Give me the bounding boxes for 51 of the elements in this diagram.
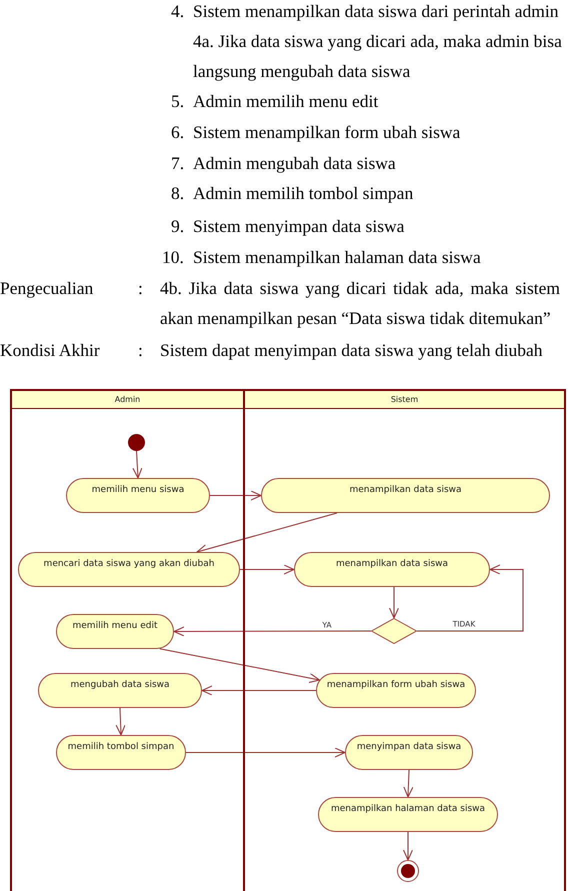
swimlane (245, 389, 566, 891)
list-number: 6. (171, 120, 184, 144)
list-item-text: Sistem menampilkan halaman data siswa (193, 246, 481, 269)
decision-diamond (371, 618, 417, 644)
arrow (159, 648, 320, 683)
arrow (132, 450, 142, 478)
activity-box: memilih menu siswa (66, 478, 210, 513)
activity-box: memilih tombol simpan (56, 735, 186, 770)
activity-box: menampilkan data siswa (294, 552, 490, 587)
activity-box: menampilkan data siswa (261, 478, 550, 513)
arrow (186, 748, 346, 758)
list-item-text: 4a. Jika data siswa yang dicari ada, maka admin bisa langsung mengubah data siswa (193, 30, 563, 84)
list-number: 10. (162, 246, 184, 269)
colon: : (138, 338, 143, 362)
lane-header: Sistem (245, 391, 564, 409)
arrow (416, 564, 524, 632)
arrow (174, 626, 372, 636)
list-item-text: Sistem menampilkan data siswa dari perintah admin (193, 0, 558, 23)
field-value: 4b. Jika data siswa yang dicari tidak ada, maka sistem akan menampilkan pesan “Data siswa tidak ditemukan” (160, 276, 560, 330)
activity-box: mengubah data siswa (38, 673, 202, 708)
list-item-text: Sistem menampilkan form ubah siswa (193, 120, 460, 144)
arrow (196, 512, 338, 554)
field-value: Sistem dapat menyimpan data siswa yang telah diubah (160, 338, 542, 362)
arrow (403, 832, 413, 860)
list-number: 8. (171, 182, 184, 205)
arrow (202, 686, 316, 696)
list-number: 4. (171, 0, 184, 23)
list-item-text: Admin memilih menu edit (193, 90, 378, 113)
activity-box: mencari data siswa yang akan diubah (18, 552, 240, 587)
arrow (389, 586, 399, 618)
list-number: 9. (171, 214, 184, 238)
field-label: Kondisi Akhir (0, 338, 100, 362)
end-node (397, 860, 419, 882)
arrow (116, 708, 126, 736)
list-item-text: Admin memilih tombol simpan (193, 182, 414, 205)
swimlane (10, 389, 245, 891)
list-item-text: Admin mengubah data siswa (193, 152, 396, 175)
activity-box: menyimpan data siswa (345, 735, 473, 770)
arrow (240, 564, 294, 574)
field-label: Pengecualian (0, 276, 94, 300)
list-item-text: Sistem menyimpan data siswa (193, 214, 404, 238)
colon: : (138, 276, 143, 300)
list-number: 5. (171, 90, 184, 113)
arrow (403, 770, 414, 798)
start-node (128, 434, 145, 451)
activity-box: menampilkan form ubah siswa (316, 673, 476, 708)
activity-box: menampilkan halaman data siswa (318, 797, 498, 832)
arrow (210, 490, 262, 500)
lane-header: Admin (12, 391, 243, 409)
activity-box: memilih menu edit (56, 614, 174, 649)
list-number: 7. (171, 152, 184, 175)
